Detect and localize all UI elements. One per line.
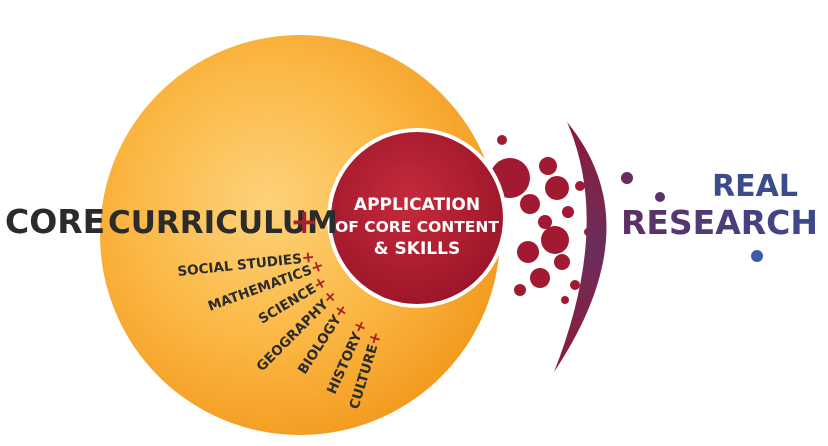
bubble (545, 176, 569, 200)
application-line-3: & SKILLS (374, 239, 460, 259)
bubble (562, 206, 574, 218)
bubble (514, 284, 526, 296)
bubble (561, 296, 569, 304)
subject-plus: + (301, 248, 316, 267)
crescent-arc (554, 122, 607, 372)
bubble (517, 241, 539, 263)
subject-plus: + (308, 256, 326, 277)
bubble (554, 254, 570, 270)
research-word: RESEARCH (621, 203, 818, 242)
subject-plus: + (364, 329, 385, 347)
bubble (570, 280, 580, 290)
curriculum-word: CURRICULUM (108, 205, 338, 241)
purple-dot (621, 172, 633, 184)
splatter-bubbles (490, 135, 592, 304)
bubble (539, 157, 557, 175)
real-word: REAL (712, 169, 798, 204)
core-word: CORE (5, 202, 105, 241)
real-research-title: REAL RESEARCH (621, 169, 818, 242)
core-curriculum-title: CORE CURRICULUM + (5, 202, 338, 242)
application-line-2: OF CORE CONTENT (335, 218, 499, 236)
application-line-1: APPLICATION (354, 195, 480, 215)
bubble (520, 194, 540, 214)
bubble (538, 215, 552, 229)
application-label: APPLICATION OF CORE CONTENT & SKILLS (335, 195, 499, 259)
curriculum-plus: + (290, 202, 319, 242)
purple-dot (655, 192, 665, 202)
bubble (497, 135, 507, 145)
bubble (575, 181, 585, 191)
application-circle (327, 128, 507, 308)
bubble (541, 226, 569, 254)
bubble (530, 268, 550, 288)
blue-dot (751, 250, 763, 262)
